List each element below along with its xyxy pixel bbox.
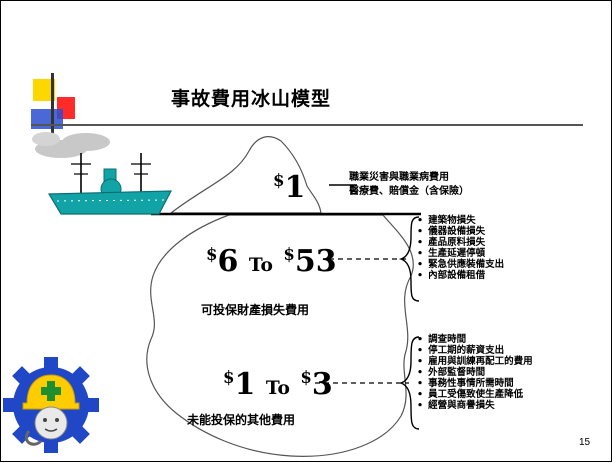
list-item: 儀器設備損失	[417, 226, 504, 237]
amount-bottom: $1 To $3	[223, 367, 333, 402]
amount-top: $1	[273, 170, 306, 205]
top-description: 職業災害與職業病費用 醫療費、賠償金（含保險）	[349, 171, 469, 199]
iceberg-tip	[169, 136, 322, 214]
list-item: 緊急供應裝備支出	[417, 259, 504, 270]
list-item: 內部設備租借	[417, 270, 504, 281]
middle-caption: 可投保財產損失費用	[201, 303, 310, 317]
top-description-line2: 醫療費、賠償金（含保險）	[349, 186, 469, 197]
middle-list: 建築物損失 儀器設備損失 產品原料損失 生產延遲停頓 緊急供應裝備支出 內部設備…	[417, 215, 504, 281]
list-item: 產品原料損失	[417, 237, 504, 248]
list-item: 雇用與訓練再配工的費用	[417, 356, 533, 367]
list-item: 員工受傷致使生產降低	[417, 389, 533, 400]
list-item: 調查時間	[417, 334, 533, 345]
iceberg-body	[146, 214, 414, 457]
amount-middle: $6 To $53	[206, 244, 337, 279]
decorative-squares	[31, 73, 583, 137]
list-item: 生產延遲停頓	[417, 248, 504, 259]
safety-logo-icon	[3, 357, 99, 453]
bottom-caption: 未能投保的其他費用	[187, 413, 296, 427]
list-item: 停工期的薪資支出	[417, 345, 533, 356]
list-item: 事務性事情所需時間	[417, 378, 533, 389]
top-description-line1: 職業災害與職業病費用	[349, 172, 449, 183]
bottom-list: 調查時間 停工期的薪資支出 雇用與訓練再配工的費用 外部監督時間 事務性事情所需…	[417, 334, 533, 411]
list-item: 經營與商譽損失	[417, 400, 533, 411]
page-title: 事故費用冰山模型	[171, 88, 332, 110]
list-item: 建築物損失	[417, 215, 504, 226]
list-item: 外部監督時間	[417, 367, 533, 378]
ship-icon	[32, 132, 173, 215]
page-number: 15	[579, 437, 591, 448]
